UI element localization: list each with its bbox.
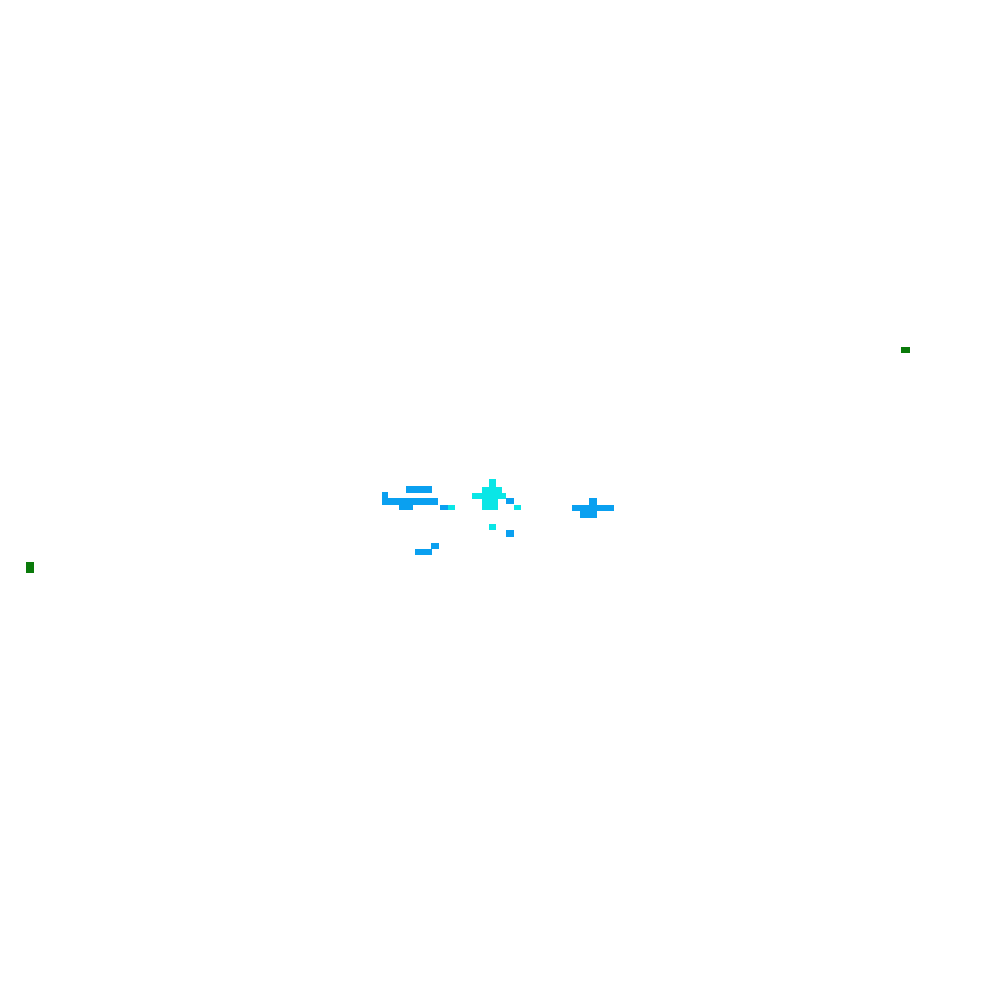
precip-cluster-left [382,486,449,510]
map-pixel [482,499,498,510]
precip-cluster-center-edge [506,498,514,537]
map-pixel [472,493,506,499]
map-pixel [448,505,455,510]
map-pixel [415,549,432,555]
map-pixel [431,543,439,549]
map-pixel [589,498,597,505]
map-pixel [440,505,449,510]
map-pixel [489,479,496,487]
map-pixel [382,498,438,505]
map-pixel [514,505,521,510]
map-pixel [489,524,496,530]
precip-cluster-lower [415,543,439,555]
precip-cluster-left-edge [448,505,455,510]
map-marker-left[interactable] [26,562,34,573]
precip-cluster-right [572,498,614,518]
map-pixel [26,562,34,573]
map-pixel [580,511,597,518]
map-pixel [506,530,514,537]
map-pixel [382,492,388,498]
map-marker-right[interactable] [901,347,910,353]
map-pixel [572,505,614,511]
map-pixel [482,487,502,493]
map-pixel [399,504,413,510]
map-pixel [506,498,514,504]
precip-cluster-center [472,479,521,530]
map-pixel [901,347,910,353]
map-pixel [406,486,432,493]
